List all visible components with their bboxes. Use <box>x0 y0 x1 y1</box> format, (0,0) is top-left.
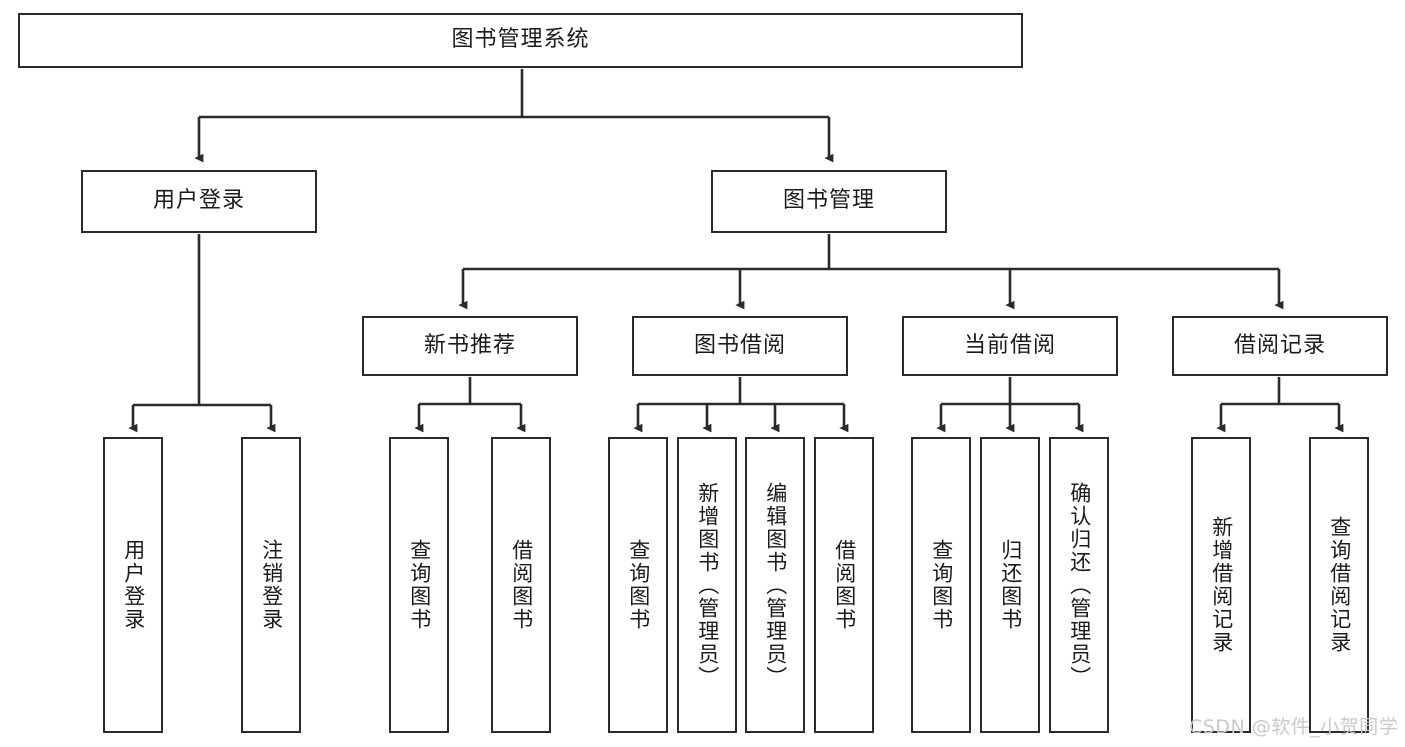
leaf-current-query-book[interactable]: 查询图书 <box>911 437 971 733</box>
node-label: 查询图书 <box>626 539 651 631</box>
node-label: 编辑图书（管理员） <box>763 481 788 689</box>
node-book-borrow[interactable]: 图书借阅 <box>632 316 848 376</box>
node-label: 新书推荐 <box>423 332 516 358</box>
leaf-record-query[interactable]: 查询借阅记录 <box>1309 437 1369 733</box>
node-label: 借阅记录 <box>1233 332 1326 358</box>
node-label: 图书借阅 <box>693 332 786 358</box>
leaf-new-book-query[interactable]: 查询图书 <box>389 437 449 733</box>
node-label: 新增图书（管理员） <box>695 481 720 689</box>
csdn-watermark: CSDN @软件_小贺同学 <box>1189 716 1399 738</box>
node-label: 查询图书 <box>407 539 432 631</box>
node-borrow-record[interactable]: 借阅记录 <box>1172 316 1388 376</box>
leaf-borrow-add-book-admin[interactable]: 新增图书（管理员） <box>677 437 737 733</box>
node-label: 借阅图书 <box>509 539 534 631</box>
node-label: 当前借阅 <box>963 332 1056 358</box>
leaf-borrow-borrow-book[interactable]: 借阅图书 <box>814 437 874 733</box>
node-book-management[interactable]: 图书管理 <box>711 170 947 233</box>
node-label: 确认归还（管理员） <box>1067 481 1092 689</box>
node-label: 查询图书 <box>929 539 954 631</box>
leaf-new-book-borrow[interactable]: 借阅图书 <box>491 437 551 733</box>
node-label: 新增借阅记录 <box>1209 516 1234 654</box>
node-label: 图书管理 <box>782 188 875 214</box>
node-label: 注销登录 <box>259 539 284 631</box>
leaf-user-login-signout[interactable]: 注销登录 <box>241 437 301 733</box>
leaf-current-return-book[interactable]: 归还图书 <box>980 437 1040 733</box>
node-user-login[interactable]: 用户登录 <box>81 170 317 233</box>
node-label: 用户登录 <box>152 188 245 214</box>
node-label: 用户登录 <box>121 539 146 631</box>
node-label: 借阅图书 <box>832 539 857 631</box>
leaf-borrow-query-book[interactable]: 查询图书 <box>608 437 668 733</box>
node-new-book-recommend[interactable]: 新书推荐 <box>362 316 578 376</box>
node-root-book-management-system[interactable]: 图书管理系统 <box>18 13 1023 68</box>
node-label: 图书管理系统 <box>451 27 590 53</box>
node-label: 归还图书 <box>998 539 1023 631</box>
node-label: 查询借阅记录 <box>1327 516 1352 654</box>
leaf-borrow-edit-book-admin[interactable]: 编辑图书（管理员） <box>745 437 805 733</box>
leaf-current-confirm-return-admin[interactable]: 确认归还（管理员） <box>1049 437 1109 733</box>
leaf-user-login-signin[interactable]: 用户登录 <box>103 437 163 733</box>
node-current-borrow[interactable]: 当前借阅 <box>902 316 1118 376</box>
leaf-record-add[interactable]: 新增借阅记录 <box>1191 437 1251 733</box>
